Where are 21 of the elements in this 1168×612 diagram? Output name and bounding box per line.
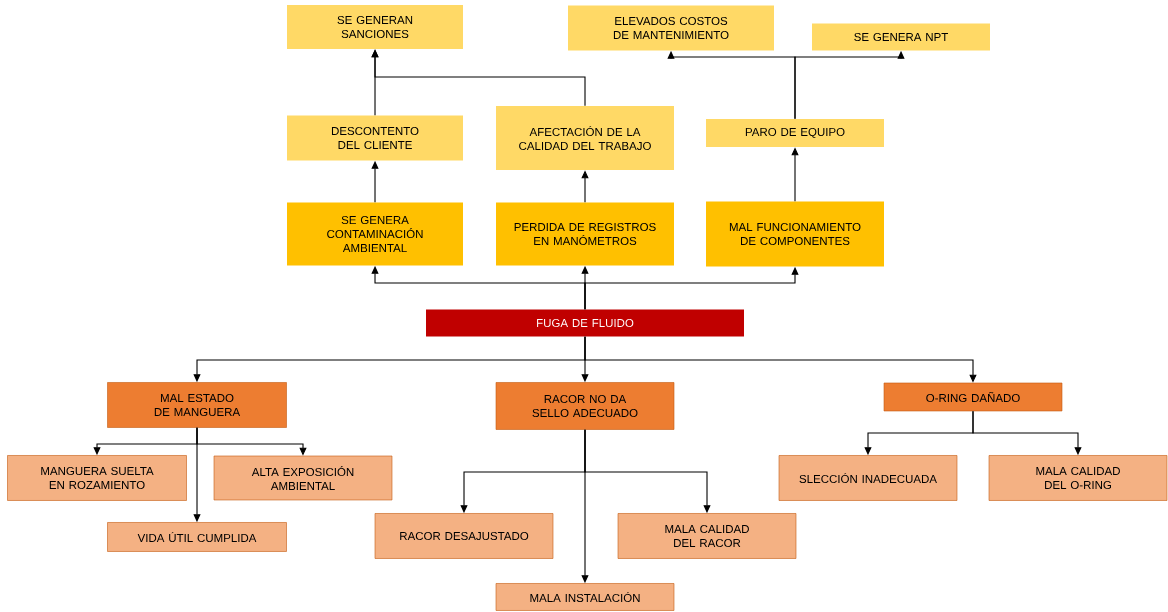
cause-box: MALA CALIDAD DEL O-RING bbox=[988, 455, 1168, 501]
cause-box: RACOR DESAJUSTADO bbox=[374, 513, 554, 559]
effect-box: ELEVADOS COSTOS DE MANTENIMIENTO bbox=[568, 5, 774, 51]
effect-box: AFECTACIÓN DE LA CALIDAD DEL TRABAJO bbox=[496, 106, 674, 170]
cause-box: MALA CALIDAD DEL RACOR bbox=[617, 513, 797, 559]
effect-box: MAL FUNCIONAMIENTO DE COMPONENTES bbox=[706, 201, 884, 267]
cause-box: VIDA ÚTIL CUMPLIDA bbox=[107, 522, 287, 552]
cause-box: SLECCIÓN INADECUADA bbox=[778, 455, 958, 501]
effect-box: PERDIDA DE REGISTROS EN MANÓMETROS bbox=[496, 202, 674, 266]
cause-box: RACOR NO DA SELLO ADECUADO bbox=[495, 382, 675, 430]
effect-box: PARO DE EQUIPO bbox=[706, 119, 884, 147]
effect-box: SE GENERA CONTAMINACIÓN AMBIENTAL bbox=[287, 202, 463, 266]
effect-box: SE GENERA NPT bbox=[812, 23, 990, 51]
cause-box: MAL ESTADO DE MANGUERA bbox=[107, 382, 287, 428]
effect-box: DESCONTENTO DEL CLIENTE bbox=[287, 115, 463, 161]
cause-box: ALTA EXPOSICIÓN AMBIENTAL bbox=[213, 455, 393, 501]
cause-box: MALA INSTALACIÓN bbox=[495, 583, 675, 611]
problem-box: FUGA DE FLUIDO bbox=[426, 309, 744, 337]
effect-box: SE GENERAN SANCIONES bbox=[287, 5, 463, 49]
cause-box: O-RING DAÑADO bbox=[883, 382, 1063, 412]
cause-box: MANGUERA SUELTA EN ROZAMIENTO bbox=[7, 455, 187, 501]
